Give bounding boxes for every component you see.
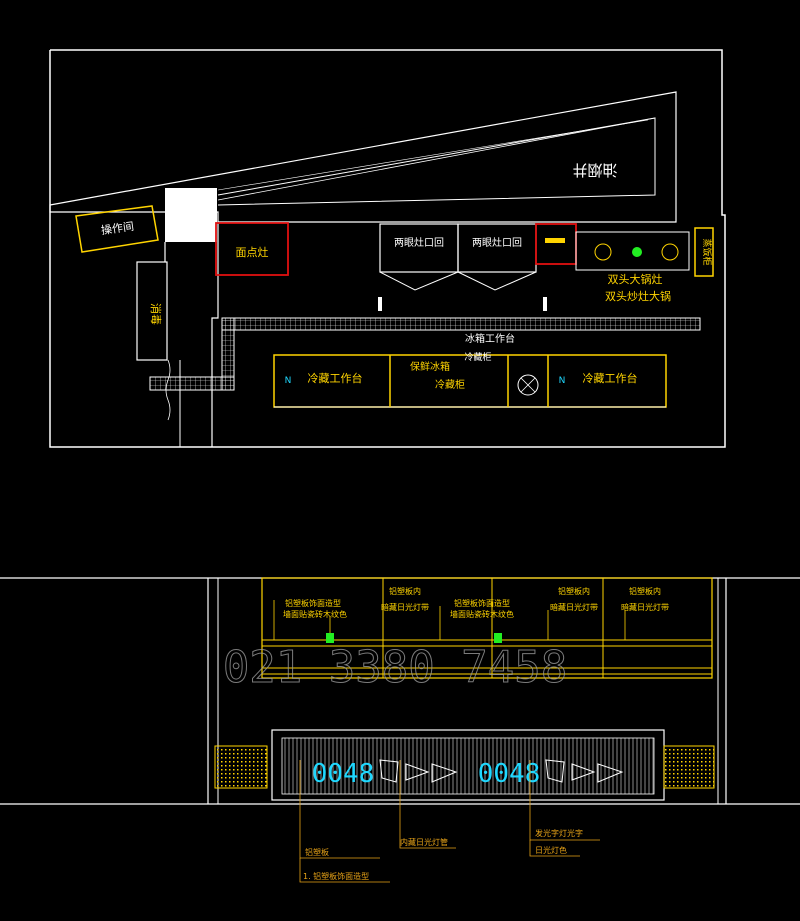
sign-number-1: 0048 <box>312 759 375 789</box>
pastry-stove-label: 面点灶 <box>236 246 269 259</box>
range-hood-2: 两眼灶口回 <box>457 223 537 291</box>
sign-logo-1 <box>379 759 458 783</box>
smoke-shaft-label: 油烟井 <box>572 161 617 179</box>
note-4b: 暗藏日光灯带 <box>550 602 598 612</box>
smoke-shaft-inner <box>217 117 656 206</box>
sign-board <box>214 729 715 801</box>
note-5: 铝塑板内 <box>629 586 661 596</box>
inner-wall <box>211 222 219 447</box>
aisle-label: 冰箱工作台 <box>465 332 515 345</box>
note-1: 铝塑板饰面造型 <box>285 598 341 608</box>
rice-steamer: 蒸饭柜 <box>694 227 714 277</box>
workbench-right-label: 冷藏工作台 <box>583 371 638 385</box>
operation-room-label: 操作间 <box>100 219 135 237</box>
smoke-shaft-outline <box>49 91 677 223</box>
note-4: 铝塑板内 <box>558 586 590 596</box>
column-block <box>165 188 217 242</box>
bench-marker-right: N <box>559 376 566 386</box>
double-wok-label-bottom: 双头炒灶大锅 <box>605 289 671 303</box>
small-stove <box>535 223 577 265</box>
shaft-hatch <box>217 119 649 191</box>
drain-pipe <box>165 359 171 421</box>
range-hood-2-label: 两眼灶口回 <box>472 236 522 249</box>
workbench-mid-2-label: 冷藏柜 <box>435 378 465 391</box>
watermark: 021 3380 7458 <box>223 642 567 693</box>
sign-logo-2 <box>545 759 624 783</box>
shaft-hatch <box>217 117 656 201</box>
callout-c: 内藏日光灯管 <box>400 837 448 847</box>
workbench-left-label: 冷藏工作台 <box>308 371 363 385</box>
range-hood-1-label: 两眼灶口回 <box>394 236 444 249</box>
light-marker <box>326 633 334 643</box>
callout-a: 铝塑板 <box>305 847 329 857</box>
double-wok-stove: 双头大锅灶 双头炒灶大锅 <box>575 231 690 303</box>
note-1b: 墙面贴瓷砖木纹色 <box>283 609 347 619</box>
note-5b: 暗藏日光灯带 <box>621 602 669 612</box>
note-2b: 暗藏日光灯带 <box>381 602 429 612</box>
light-marker <box>494 633 502 643</box>
workbench-mid-1-label: 保鲜冰箱 <box>410 360 450 373</box>
marker <box>543 297 547 311</box>
rice-steamer-label: 蒸饭柜 <box>701 238 713 265</box>
callout-e: 日光灯色 <box>535 845 567 855</box>
callout-b: 1. 铝塑板饰面造型 <box>303 871 369 881</box>
callout-d: 发光字灯光字 <box>535 828 583 838</box>
sign-number-2: 0048 <box>478 759 541 789</box>
disinfect-cabinet: 消毒 <box>136 261 168 361</box>
pastry-stove: 面点灶 <box>215 222 289 276</box>
marker <box>378 297 382 311</box>
tiled-counter-top <box>221 317 701 331</box>
workbench-row <box>273 354 667 408</box>
bench-marker-left: N <box>285 376 292 386</box>
operation-room-sign: 操作间 <box>75 205 159 253</box>
drain-circle <box>517 374 539 396</box>
note-2: 铝塑板内 <box>389 586 421 596</box>
tiled-counter-bottom <box>149 376 235 391</box>
range-hood-1: 两眼灶口回 <box>379 223 459 291</box>
floor-plan <box>49 49 726 448</box>
double-wok-label-top: 双头大锅灶 <box>608 272 663 286</box>
callout-lines <box>299 760 600 883</box>
disinfect-label: 消毒 <box>149 303 163 325</box>
note-3b: 墙面贴瓷砖木纹色 <box>450 609 514 619</box>
plan-outline <box>49 49 726 448</box>
workbench-mid-top-label: 冷藏柜 <box>464 351 491 363</box>
note-3: 铝塑板饰面造型 <box>454 598 510 608</box>
